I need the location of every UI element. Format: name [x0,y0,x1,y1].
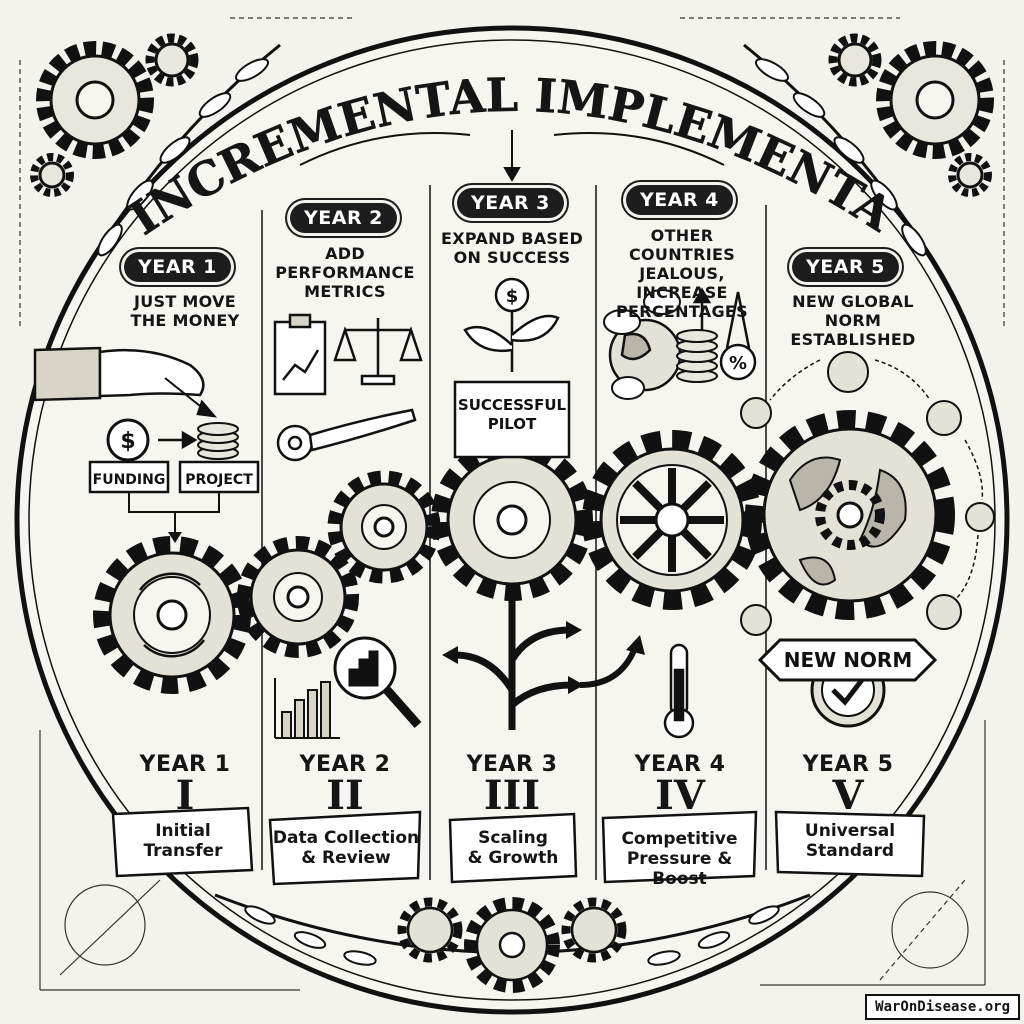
cloud-face-icon [603,289,681,400]
stage-ribbons [111,806,926,886]
title-arrows [299,130,725,182]
bar-chart-icon [274,678,340,739]
caption-year-1: JUST MOVE THE MONEY [130,292,240,330]
clipboard-chart-icon [273,313,327,396]
funding-label: FUNDING [93,472,166,488]
coin-stack-icon [197,422,239,460]
stage-label-1: Initial Transfer [143,821,223,861]
svg-text:%: % [729,353,747,374]
percent-icon: % [692,287,757,381]
new-norm-ribbon [757,638,938,728]
year-label-5: YEAR 5 [802,752,894,777]
year-label-1: YEAR 1 [139,752,231,777]
coin-stack-icon [676,329,718,383]
blueprint-lines [19,17,1005,991]
stage-label-2: Data Collection & Review [272,828,420,868]
laurel-icon [68,43,956,301]
svg-text:$: $ [120,429,135,454]
roman-numeral-1: I [175,772,195,819]
globe-icon [740,351,995,636]
dollar-coin-icon: $ [106,418,150,462]
caption-year-4: OTHER COUNTRIES JEALOUS, INCREASE PERCEN… [616,226,748,321]
branch-arrows [454,600,573,730]
year-tag-1: YEAR 1 [124,252,231,282]
year-tag-4: YEAR 4 [626,185,733,215]
arrow-funding-to-project [158,430,198,450]
stage-label-3: Scaling & Growth [467,828,559,868]
hand-icon [33,346,218,418]
watermark-badge[interactable]: WarOnDisease.org [865,994,1020,1020]
globe-icon [608,318,682,392]
year-tag-2: YEAR 2 [290,203,397,233]
tape-measure-icon [276,408,417,462]
caption-year-2: ADD PERFORMANCE METRICS [275,244,415,301]
year-label-4: YEAR 4 [634,752,726,777]
project-label: PROJECT [185,472,253,488]
scales-icon [333,318,423,386]
magnifier-icon [333,636,422,728]
year-label-2: YEAR 2 [299,752,391,777]
gear-icon [30,33,199,197]
successful-pilot-label-2: PILOT [488,415,537,433]
roman-numeral-2: II [326,772,364,819]
year-tag-3: YEAR 3 [457,188,564,218]
new-norm-label: NEW NORM [784,648,912,672]
successful-pilot-box [453,380,571,459]
checkmark-icon [831,674,867,706]
funding-box [88,460,170,494]
stage-label-4: Competitive Pressure & Boost [621,829,738,889]
gear-icon [237,536,359,658]
roman-numeral-5: V [832,772,864,819]
roman-numeral-3: III [483,772,541,819]
sprout-icon: $ [463,277,560,372]
globe-icon [745,410,955,620]
roman-numeral-4: IV [655,772,705,819]
caption-year-3: EXPAND BASED ON SUCCESS [440,229,584,267]
caption-year-5: NEW GLOBAL NORM ESTABLISHED [790,292,916,349]
gear-icon [828,33,994,197]
stage-label-5: Universal Standard [804,821,896,861]
year-tag-5: YEAR 5 [792,252,899,282]
year-label-3: YEAR 3 [466,752,558,777]
gear-icon [397,897,627,993]
svg-text:$: $ [506,286,519,307]
successful-pilot-label-1: SUCCESSFUL [458,396,567,414]
thermometer-icon [663,643,695,739]
